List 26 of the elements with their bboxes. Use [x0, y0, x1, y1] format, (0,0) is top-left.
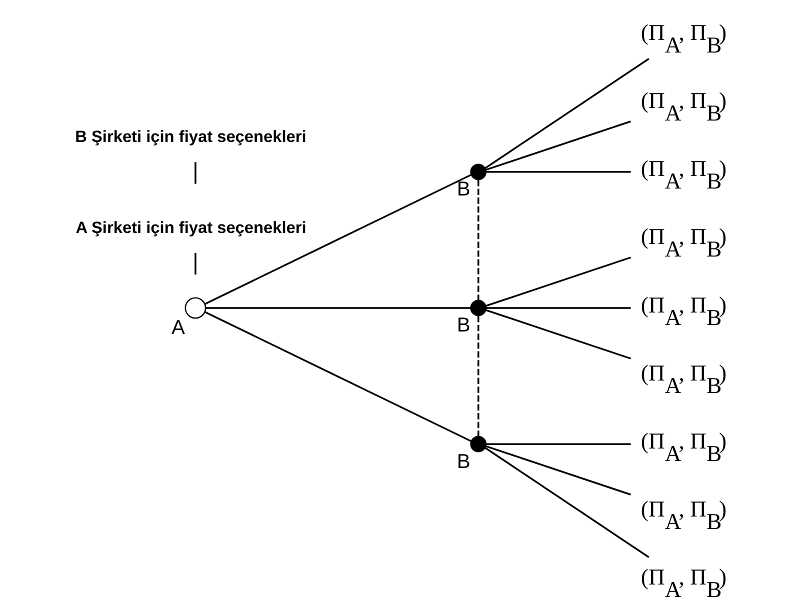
- connector: [486, 120, 632, 171]
- node-label: B: [456, 450, 470, 473]
- connector: [486, 445, 632, 496]
- node-circle: [184, 297, 206, 319]
- connector: [206, 307, 471, 309]
- connector: [486, 443, 631, 445]
- node-label: B: [456, 178, 470, 201]
- connector: [486, 256, 632, 307]
- connector: [477, 316, 480, 436]
- node-text: B Şirketi için fiyat seçenekleri: [75, 128, 306, 146]
- connector: [194, 162, 196, 184]
- connector: [194, 252, 196, 275]
- connector: [484, 447, 650, 558]
- connector: [477, 180, 480, 300]
- node-label: A: [172, 317, 185, 340]
- node-dot: [470, 300, 487, 316]
- node-dot: [470, 164, 487, 180]
- connector: [486, 309, 632, 360]
- node-dot: [470, 436, 487, 452]
- connector: [484, 58, 650, 169]
- connector: [204, 174, 472, 305]
- connector: [204, 311, 472, 442]
- node-label: B: [456, 314, 470, 337]
- connector: [486, 171, 631, 173]
- node-text: A Şirketi için fiyat seçenekleri: [76, 218, 306, 237]
- connector: [486, 307, 631, 309]
